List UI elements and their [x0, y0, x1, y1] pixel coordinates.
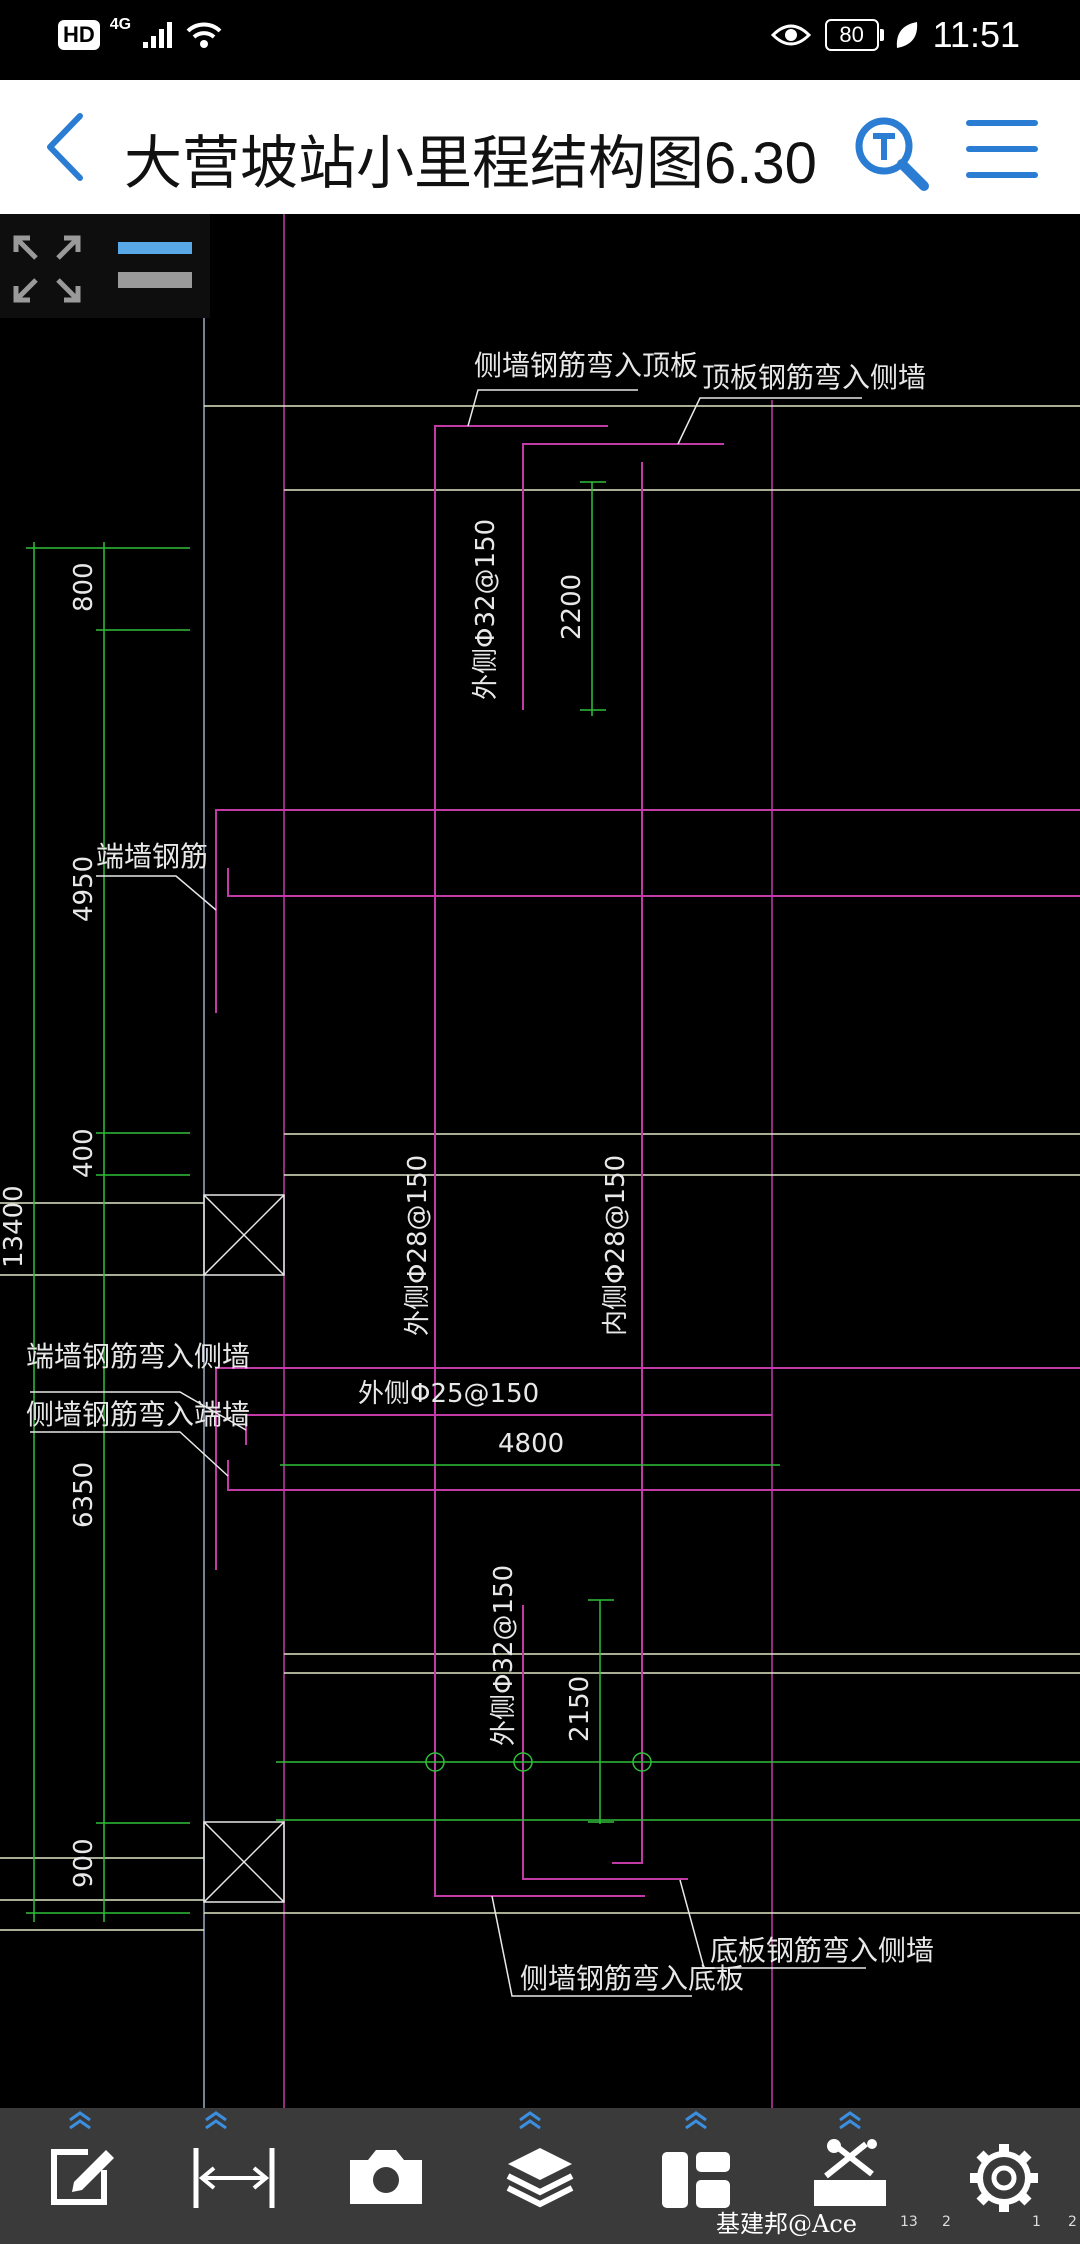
- label-end-to-side-wall: 端墙钢筋弯入侧墙: [26, 1340, 250, 1373]
- measure-tool-button[interactable]: [184, 2108, 284, 2244]
- leaf-icon: [896, 22, 917, 48]
- signal-icon: [143, 22, 173, 48]
- camera-tool-button[interactable]: [336, 2108, 436, 2244]
- structure-lines: [0, 214, 1080, 2108]
- network-type: 4G: [109, 16, 132, 33]
- menu-button[interactable]: [964, 114, 1040, 184]
- measure-icon: [193, 2111, 275, 2208]
- label-end-wall-rebar: 端墙钢筋: [96, 840, 208, 873]
- label-outer-28: 外侧Φ28@150: [403, 1155, 433, 1336]
- back-button[interactable]: [38, 110, 98, 184]
- layers-icon: [506, 2111, 574, 2208]
- label-bottom-to-side-wall: 底板钢筋弯入侧墙: [710, 1934, 934, 1967]
- rebar-lines: [215, 425, 1080, 1897]
- label-dim-800: 800: [69, 562, 99, 612]
- corner-digit: 13: [900, 2214, 918, 2230]
- status-right: 80 11:51: [770, 14, 1020, 56]
- edit-tool-button[interactable]: [30, 2108, 130, 2244]
- hd-badge: HD: [58, 20, 100, 50]
- wifi-icon: [186, 22, 222, 48]
- corner-digit: 1: [1032, 2214, 1041, 2230]
- bottom-toolbar: [0, 2108, 1080, 2244]
- battery-indicator: 80: [824, 19, 884, 51]
- label-inner-28: 内侧Φ28@150: [601, 1155, 631, 1336]
- search-text-icon: [855, 117, 929, 191]
- leader-lines: [30, 389, 866, 1997]
- layout-tool-button[interactable]: [646, 2108, 746, 2244]
- label-dim-4950: 4950: [69, 856, 99, 922]
- layout-icon: [662, 2111, 730, 2208]
- edit-icon: [51, 2111, 114, 2205]
- corner-digit: 2: [942, 2214, 951, 2230]
- label-top-to-side-wall: 顶板钢筋弯入侧墙: [702, 361, 926, 394]
- drawing-canvas[interactable]: 侧墙钢筋弯入顶板 顶板钢筋弯入侧墙 外侧Φ32@150 2200 800 端墙钢…: [0, 214, 1080, 2108]
- status-bar: HD 4G 80 11:51: [0, 0, 1080, 80]
- hamburger-icon: [966, 120, 1038, 178]
- label-dim-900: 900: [69, 1838, 99, 1888]
- toolbox-icon: [814, 2111, 886, 2206]
- view-tools: [0, 214, 210, 318]
- dimension-lines: [26, 481, 1080, 1922]
- label-dim-400: 400: [69, 1128, 99, 1178]
- label-dim-6350: 6350: [69, 1462, 99, 1528]
- watermark: 基建邦@Ace: [716, 2210, 857, 2238]
- corner-digit: 2: [1068, 2214, 1077, 2230]
- cad-drawing: 侧墙钢筋弯入顶板 顶板钢筋弯入侧墙 外侧Φ32@150 2200 800 端墙钢…: [0, 214, 1080, 2108]
- section-circles: [425, 1752, 652, 1772]
- settings-tool-button[interactable]: [954, 2108, 1054, 2244]
- layer-toggle-button[interactable]: [118, 242, 192, 292]
- label-side-wall-to-top: 侧墙钢筋弯入顶板: [474, 349, 698, 382]
- search-text-button[interactable]: [852, 114, 930, 192]
- app-header: 大营坡站小里程结构图6.30: [0, 80, 1080, 214]
- layers-tool-button[interactable]: [490, 2108, 590, 2244]
- label-side-wall-to-bottom: 侧墙钢筋弯入底板: [520, 1962, 744, 1995]
- label-dim-4800: 4800: [498, 1429, 564, 1459]
- page-title: 大营坡站小里程结构图6.30: [124, 131, 817, 196]
- label-dim-2150: 2150: [565, 1676, 595, 1742]
- layer-bars-icon: [118, 242, 192, 288]
- settings-icon: [970, 2144, 1038, 2212]
- fullscreen-button[interactable]: [12, 234, 82, 304]
- label-outer-32-bottom: 外侧Φ32@150: [489, 1565, 519, 1746]
- label-outer-25: 外侧Φ25@150: [358, 1379, 539, 1409]
- toolbox-tool-button[interactable]: [800, 2108, 900, 2244]
- label-outer-32-top: 外侧Φ32@150: [471, 519, 501, 700]
- status-left: HD 4G: [58, 16, 223, 50]
- expand-icon: [13, 235, 81, 303]
- clock: 11:51: [932, 14, 1020, 55]
- chevron-left-icon: [47, 113, 83, 181]
- eye-icon: [770, 24, 811, 46]
- label-side-to-end-wall: 侧墙钢筋弯入端墙: [26, 1398, 250, 1431]
- label-dim-2200: 2200: [557, 574, 587, 640]
- label-dim-13400: 13400: [0, 1185, 29, 1268]
- camera-icon: [350, 2150, 422, 2204]
